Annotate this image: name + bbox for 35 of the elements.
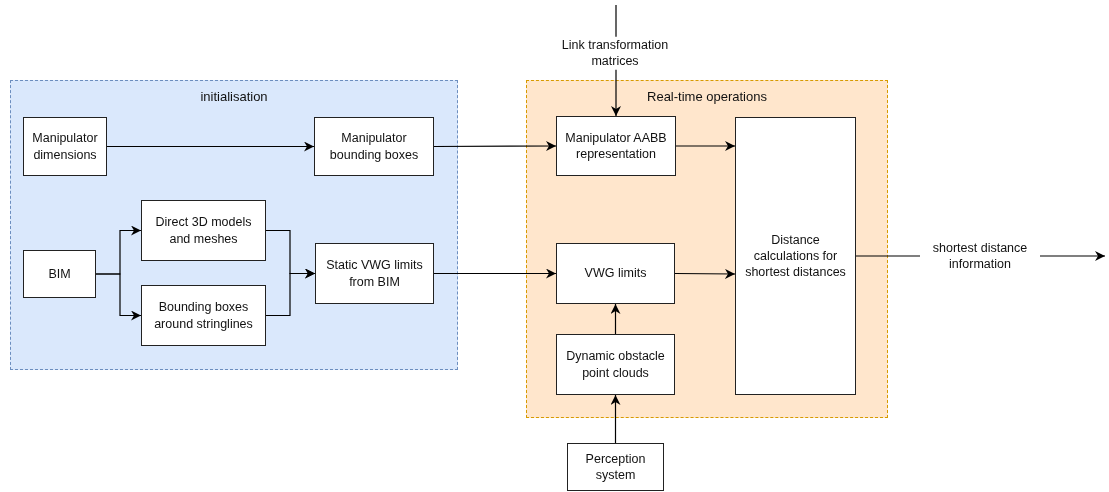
box-label: Direct 3D models and meshes: [154, 214, 253, 247]
arrow: [610, 394, 621, 444]
box-label: Static VWG limits from BIM: [325, 257, 424, 290]
box-label: VWG limits: [584, 265, 647, 282]
process-box: [556, 116, 676, 176]
process-box: [23, 250, 96, 298]
group-title: Real-time operations: [646, 89, 768, 104]
arrow: [433, 268, 557, 279]
group-panel: [526, 80, 888, 418]
process-box: [314, 117, 434, 176]
arrow: [265, 268, 316, 317]
arrow: [433, 141, 557, 152]
box-label: BIM: [48, 265, 71, 283]
process-box: [567, 443, 664, 491]
process-box: [735, 117, 856, 395]
box-label: Perception system: [584, 450, 647, 484]
process-box: [315, 243, 434, 304]
process-box: [556, 243, 675, 304]
process-box: [556, 334, 675, 395]
process-box: [141, 285, 266, 346]
box-label: Manipulator bounding boxes: [328, 130, 420, 163]
arrow: [610, 303, 621, 335]
arrow: [106, 141, 315, 152]
arrow: [675, 141, 736, 151]
box-label: Dynamic obstacle point clouds: [565, 348, 666, 381]
process-box: [23, 117, 107, 176]
process-box: [141, 200, 266, 261]
box-label: Bounding boxes around stringlines: [153, 299, 254, 332]
group-title: initialisation: [199, 89, 269, 104]
arrow: [95, 273, 142, 321]
box-label: Manipulator dimensions: [31, 130, 99, 163]
box-label: Manipulator AABB representation: [564, 129, 668, 163]
box-label: Distance calculations for shortest distances: [744, 231, 847, 281]
group-panel: [10, 80, 458, 370]
arrow: [674, 268, 736, 279]
